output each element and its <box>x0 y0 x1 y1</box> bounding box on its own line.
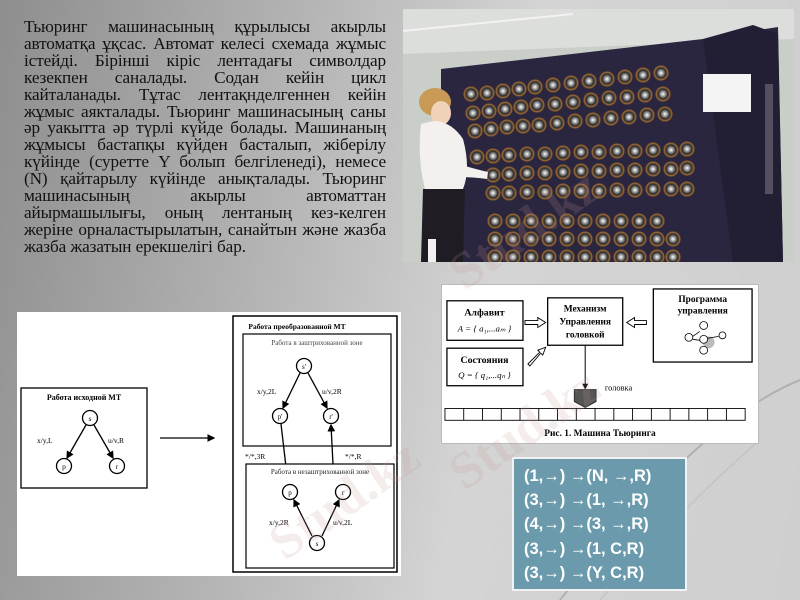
zone-unshaded-title: Работа в незаштрихованной зоне <box>271 468 369 476</box>
node-r: r <box>116 462 119 471</box>
mechanism-line1: Механизм <box>564 305 607 315</box>
left-title: Работа исходной МТ <box>47 393 122 402</box>
alphabet-title: Алфавит <box>464 308 504 319</box>
edge-label: x/y,2L <box>257 387 277 396</box>
zone-shaded-title: Работа в заштрихованной зоне <box>271 339 362 347</box>
states-title: Состояния <box>461 355 510 366</box>
edge-label: x/y,2R <box>269 518 289 527</box>
head-label: головка <box>605 384 633 393</box>
mechanism-line3: головкой <box>566 329 605 340</box>
alphabet-formula: A = { a₁,...aₘ } <box>457 323 512 333</box>
node-s: s <box>89 414 92 423</box>
node-r-prime: r' <box>329 413 333 421</box>
slide-paragraph: Тьюринг машинасының құрылысы акырлы авто… <box>24 17 386 256</box>
node-p: p <box>62 462 66 471</box>
node-r: r <box>342 489 345 497</box>
edge-label: */*,3R <box>245 452 265 461</box>
bombe-machine-photo <box>403 9 794 262</box>
right-title: Работа преобразованной МТ <box>248 322 345 331</box>
node-p-prime: p' <box>278 413 283 421</box>
figure-caption: Рис. 1. Машина Тьюринга <box>544 429 656 439</box>
node-p: p <box>288 489 292 497</box>
program-state-graph-icon <box>684 321 727 355</box>
rule-line: (4,→) →(3, →,R) <box>524 515 649 534</box>
edge-label: x/y,L <box>37 436 53 445</box>
mt-conversion-diagram: Работа исходной МТ s p r x/y,L u/v,R Раб… <box>17 312 401 576</box>
mechanism-line2: Управления <box>559 318 611 328</box>
node-s: s <box>316 540 319 548</box>
edge-label: */*,R <box>345 452 361 461</box>
program-line1: Программа <box>678 295 727 305</box>
states-formula: Q = { q₁,...qₙ } <box>458 370 511 380</box>
tape <box>444 407 746 421</box>
turing-machine-diagram: Алфавит A = { a₁,...aₘ } Состояния Q = {… <box>441 284 759 444</box>
node-s-prime: s' <box>302 363 306 371</box>
rule-line: (3,→) →(Y, C,R) <box>524 563 645 582</box>
edge-label: u/v,2R <box>322 387 342 396</box>
transition-rules-box: (1,→) →(N, →,R) (3,→) →(1, →,R) (4,→) →(… <box>512 457 687 591</box>
rule-line: (1,→) →(N, →,R) <box>524 467 652 485</box>
program-line2: управления <box>678 307 728 317</box>
rule-line: (3,→) →(1, C,R) <box>524 539 645 558</box>
edge-label: u/v,2L <box>333 518 353 527</box>
rule-line: (3,→) →(1, →,R) <box>524 491 649 510</box>
edge-label: u/v,R <box>108 436 124 445</box>
